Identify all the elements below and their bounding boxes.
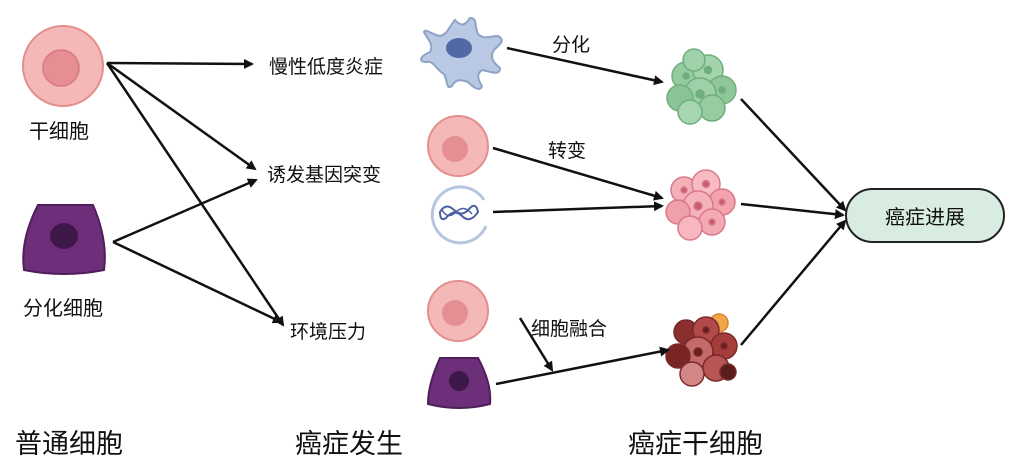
differentiated-cell-label: 分化细胞 — [23, 296, 103, 320]
bottom-stem-cell-icon — [427, 280, 489, 342]
stem-cell-icon — [22, 25, 104, 107]
cancer-initiation-column-title: 癌症发生 — [295, 429, 403, 460]
green-tumor-icon — [666, 48, 737, 125]
differentiated-cell-icon — [22, 204, 106, 275]
arrows-normal-to-causes — [105, 58, 285, 327]
cancer-stem-cells-column-title: 癌症干细胞 — [628, 429, 763, 460]
middle-stem-cell-icon — [427, 115, 489, 177]
cancer-progression-box: 癌症进展 — [845, 188, 1005, 243]
bottom-differentiated-cell-icon — [426, 357, 492, 409]
environmental-stress-label: 环境压力 — [290, 321, 367, 343]
gene-mutation-label: 诱发基因突变 — [267, 164, 382, 186]
arrows-to-cancer-stem-cells — [492, 46, 670, 386]
transformation-label: 转变 — [548, 140, 587, 162]
cell-fusion-label: 细胞融合 — [531, 318, 608, 340]
immune-cell-icon — [420, 16, 503, 90]
cancer-progression-label: 癌症进展 — [885, 205, 965, 229]
dna-ring-icon — [430, 185, 488, 245]
normal-cells-column-title: 普通细胞 — [15, 429, 123, 460]
red-tumor-icon — [665, 313, 738, 387]
stem-cell-label: 干细胞 — [29, 119, 89, 143]
differentiation-label: 分化 — [552, 34, 591, 56]
arrows-to-outcome — [740, 98, 847, 346]
pink-tumor-icon — [665, 169, 736, 241]
chronic-inflammation-label: 慢性低度炎症 — [269, 56, 384, 78]
